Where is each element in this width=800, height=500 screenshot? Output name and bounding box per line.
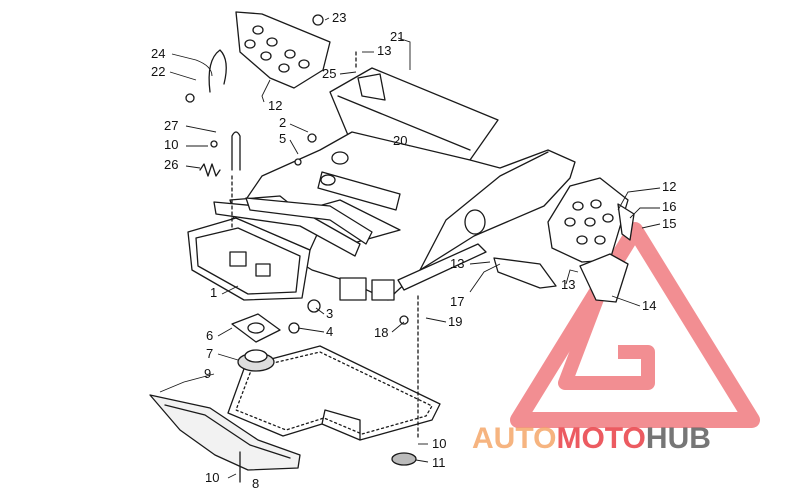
label-13: 13 — [561, 277, 575, 292]
rail-right — [245, 197, 373, 245]
label-16: 16 — [662, 199, 676, 214]
label-7: 7 — [206, 346, 213, 361]
chassis-access-hole — [464, 209, 486, 235]
chassis-round-port-2 — [320, 174, 336, 186]
label-26: 26 — [164, 157, 178, 172]
washer-4 — [288, 322, 300, 334]
label-6: 6 — [206, 328, 213, 343]
seat-support-center — [357, 73, 386, 101]
label-10: 10 — [205, 470, 219, 485]
label-25: 25 — [322, 66, 336, 81]
label-8: 8 — [252, 476, 259, 491]
grommet-11 — [391, 452, 417, 466]
front-block-2 — [371, 279, 395, 301]
label-10: 10 — [432, 436, 446, 451]
logo-inner-mark — [558, 280, 655, 390]
logo-text-moto: MOTO — [556, 422, 645, 455]
part-labels: 23 21 13 24 22 25 12 27 2 10 5 20 26 12 … — [151, 10, 676, 491]
label-17: 17 — [450, 294, 464, 309]
u-bolt-27 — [231, 131, 241, 171]
label-14: 14 — [642, 298, 656, 313]
running-board-rail — [397, 243, 487, 291]
floor-plate-inner — [235, 351, 433, 435]
front-block — [339, 277, 367, 301]
label-19: 19 — [448, 314, 462, 329]
label-10: 10 — [164, 137, 178, 152]
bolt-22 — [185, 93, 195, 103]
plate-holes-right — [564, 199, 614, 245]
bracket-14 — [579, 253, 629, 303]
label-2: 2 — [279, 115, 286, 130]
clip-24 — [208, 49, 227, 93]
label-12: 12 — [662, 179, 676, 194]
bulkhead-face — [195, 227, 301, 295]
fastener-10-top — [210, 140, 218, 148]
bulkhead-window-2 — [255, 263, 271, 277]
chassis-tunnel-side — [419, 151, 549, 271]
label-4: 4 — [326, 324, 333, 339]
spring-26 — [199, 163, 221, 177]
label-9: 9 — [204, 366, 211, 381]
nut-2 — [307, 133, 317, 143]
label-5: 5 — [279, 131, 286, 146]
bracket-17 — [493, 257, 557, 289]
belly-pan — [149, 394, 301, 471]
logo-text-hub: HUB — [646, 422, 711, 455]
automotohub-logo — [510, 222, 760, 428]
rivet-18 — [399, 315, 409, 325]
chassis-round-port — [331, 151, 349, 165]
floor-notch — [321, 409, 361, 441]
bulkhead-window — [229, 251, 247, 267]
bracket-16 — [617, 203, 635, 241]
label-13: 13 — [450, 256, 464, 271]
seat-support-edge — [337, 95, 471, 151]
label-12: 12 — [268, 98, 282, 113]
label-23: 23 — [332, 10, 346, 25]
label-24: 24 — [151, 46, 165, 61]
label-11: 11 — [432, 455, 446, 470]
label-18: 18 — [374, 325, 388, 340]
label-15: 15 — [662, 216, 676, 231]
logo-triangle-outer — [510, 222, 760, 428]
nut-23 — [312, 14, 324, 26]
leader-lines — [159, 17, 661, 479]
logo-text: AUTOMOTOHUB — [472, 422, 711, 455]
label-1: 1 — [210, 285, 217, 300]
logo-text-auto: AUTO — [472, 422, 556, 455]
label-22: 22 — [151, 64, 165, 79]
plate-holes-left — [244, 25, 310, 73]
screw-5 — [294, 158, 302, 166]
label-3: 3 — [326, 306, 333, 321]
label-21: 21 — [390, 29, 404, 44]
label-20: 20 — [393, 133, 407, 148]
chassis-crossmember — [317, 171, 401, 211]
label-13: 13 — [377, 43, 391, 58]
label-27: 27 — [164, 118, 178, 133]
belly-pan-edge — [164, 404, 291, 459]
